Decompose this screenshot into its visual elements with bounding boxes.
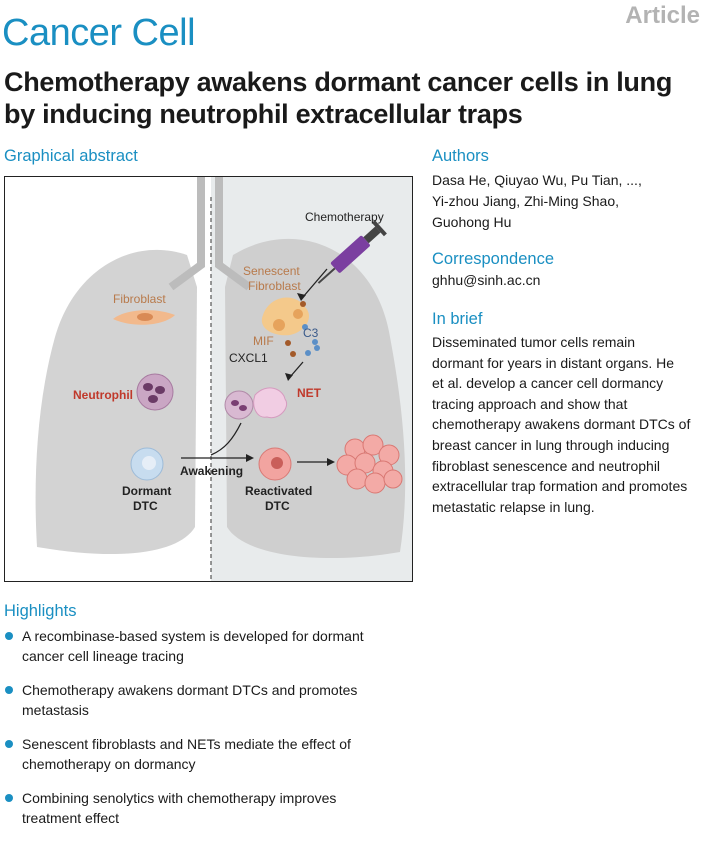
in-brief-line: tracing approach and show that [432, 395, 628, 412]
highlight-text: Senescent fibroblasts and NETs mediate t… [22, 736, 351, 752]
journal-name[interactable]: Cancer Cell [2, 12, 196, 54]
highlight-text: Combining senolytics with chemotherapy i… [22, 790, 337, 806]
highlights-list: A recombinase-based system is developed … [4, 626, 424, 842]
label-awakening: Awakening [180, 464, 243, 478]
in-brief-line: chemotherapy awakens dormant DTCs of [432, 416, 691, 433]
arrow-net-to-path [210, 422, 242, 456]
metastasis-cluster [336, 434, 403, 494]
in-brief-line: breast cancer in lung through inducing [432, 436, 670, 453]
in-brief-line: dormant for years in distant organs. He [432, 354, 675, 371]
article-type-label: Article [625, 2, 700, 29]
authors-heading: Authors [432, 147, 489, 165]
bullet-icon [5, 740, 13, 748]
highlight-text: cancer cell lineage tracing [22, 648, 184, 664]
label-net: NET [297, 386, 322, 400]
net-structure [224, 387, 287, 420]
in-brief-line: extracellular trap formation and promote… [432, 478, 688, 495]
senescent-fibroblast-cell [261, 297, 310, 336]
bullet-icon [5, 686, 13, 694]
label-neutrophil: Neutrophil [73, 388, 133, 402]
authors-line: Dasa He, Qiuyao Wu, Pu Tian, ..., [432, 172, 642, 188]
highlight-text: chemotherapy on dormancy [22, 756, 196, 772]
in-brief-text: Disseminated tumor cells remain dormant … [432, 332, 708, 517]
trachea [168, 177, 252, 291]
in-brief-line: fibroblast senescence and neutrophil [432, 457, 661, 474]
highlight-item: Chemotherapy awakens dormant DTCs and pr… [4, 680, 424, 720]
label-c3: C3 [303, 326, 319, 340]
highlights-heading: Highlights [4, 602, 77, 620]
label-senescent: Senescent [243, 264, 300, 278]
bullet-icon [5, 794, 13, 802]
label-mif: MIF [253, 334, 274, 348]
syringe-icon [317, 220, 387, 284]
graphical-abstract-figure: Chemotherapy Senescent Fibroblast C3 MIF… [35, 177, 412, 581]
in-brief-line: metastatic relapse in lung. [432, 498, 595, 515]
label-chemotherapy: Chemotherapy [305, 210, 384, 224]
authors-line: Yi-zhou Jiang, Zhi-Ming Shao, [432, 193, 620, 209]
label-reactivated: Reactivated [245, 484, 312, 498]
authors-line: Guohong Hu [432, 214, 512, 230]
correspondence-heading: Correspondence [432, 250, 554, 268]
label-dtc: DTC [133, 499, 158, 513]
highlight-text: A recombinase-based system is developed … [22, 628, 364, 644]
arrow-chemo [302, 268, 328, 298]
in-brief-line: et al. develop a cancer cell dormancy [432, 375, 664, 392]
in-brief-heading: In brief [432, 310, 483, 328]
highlight-item: A recombinase-based system is developed … [4, 626, 424, 666]
bullet-icon [5, 632, 13, 640]
highlight-text: treatment effect [22, 810, 120, 826]
in-brief-line: Disseminated tumor cells remain [432, 334, 636, 350]
label-dormant: Dormant [122, 484, 171, 498]
highlight-text: metastasis [22, 702, 89, 718]
authors-list: Dasa He, Qiuyao Wu, Pu Tian, ..., Yi-zho… [432, 170, 702, 233]
correspondence-email[interactable]: ghhu@sinh.ac.cn [432, 272, 541, 288]
highlight-item: Combining senolytics with chemotherapy i… [4, 788, 424, 828]
highlight-item: Senescent fibroblasts and NETs mediate t… [4, 734, 424, 774]
left-lung [35, 249, 197, 555]
graphical-abstract-heading: Graphical abstract [4, 147, 138, 165]
label-senescent-fibroblast: Fibroblast [248, 279, 301, 293]
label-cxcl1: CXCL1 [229, 351, 268, 365]
neutrophil-cell [136, 373, 174, 411]
arrow-to-net [289, 361, 304, 378]
label-dtc-2: DTC [265, 499, 290, 513]
article-title: Chemotherapy awakens dormant cancer cell… [4, 67, 673, 129]
graphical-abstract: Chemotherapy Senescent Fibroblast C3 MIF… [4, 176, 413, 582]
highlight-text: Chemotherapy awakens dormant DTCs and pr… [22, 682, 358, 698]
label-fibroblast: Fibroblast [113, 292, 166, 306]
